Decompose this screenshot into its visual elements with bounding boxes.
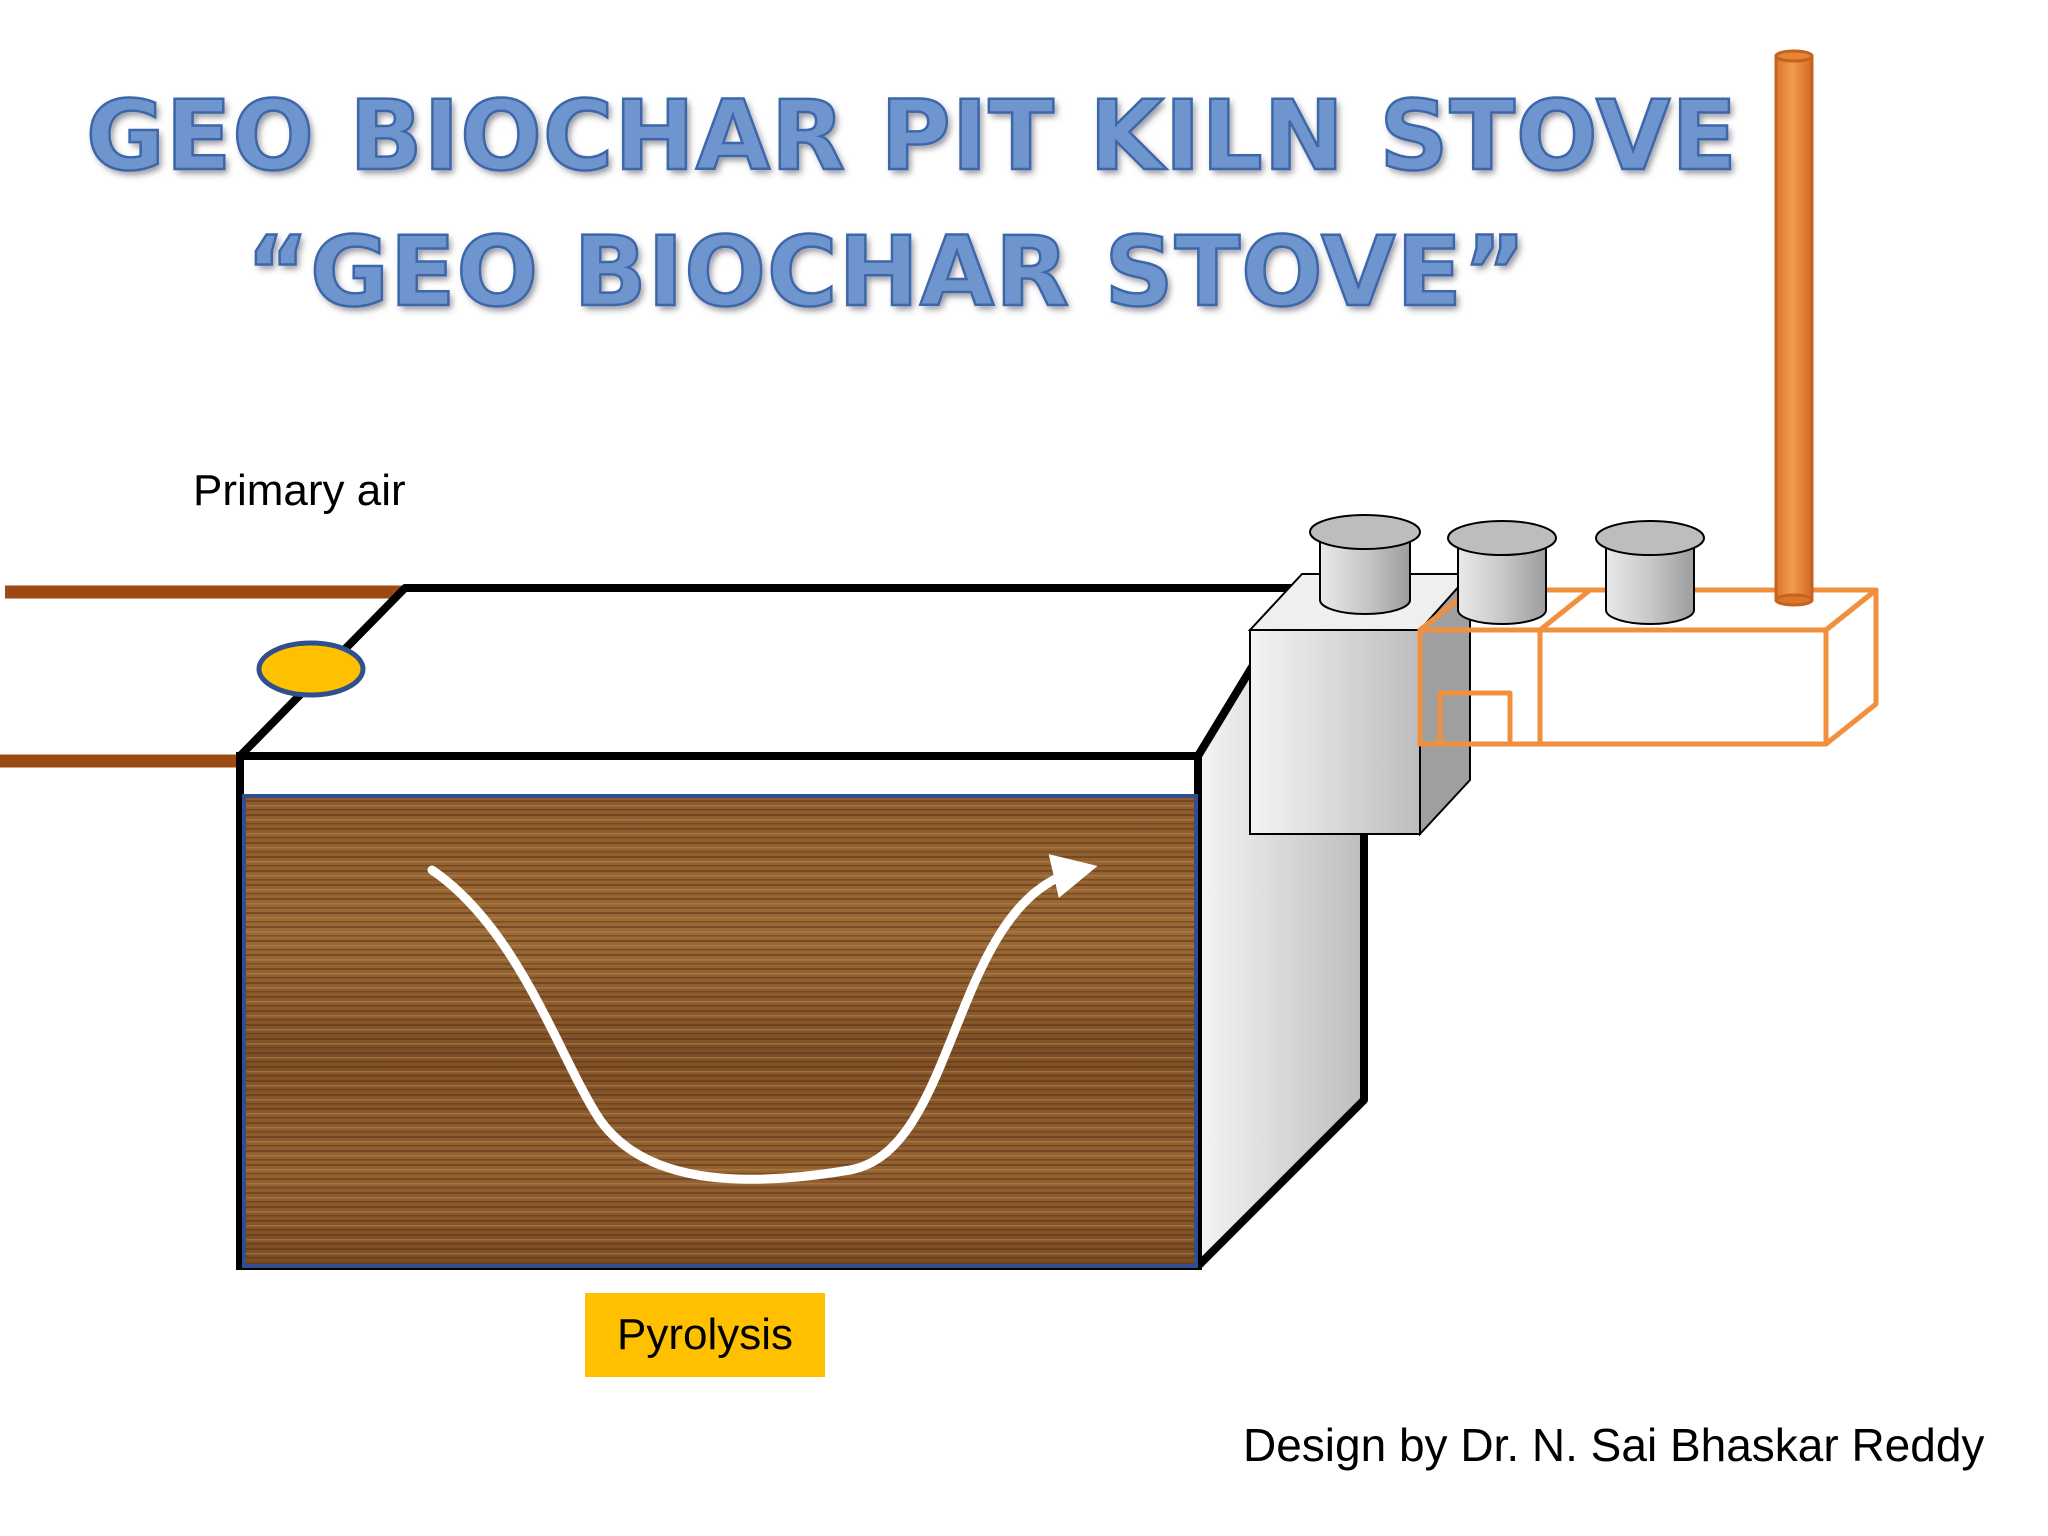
chimney-pipe [1774, 54, 1814, 602]
chimney-top [1774, 49, 1814, 63]
combustion-box [1247, 571, 1473, 837]
chimney [1774, 49, 1814, 607]
credit-label: Design by Dr. N. Sai Bhaskar Reddy [1243, 1419, 1985, 1471]
stove-housing [1417, 587, 1879, 747]
pot-2-body [1457, 542, 1547, 625]
pot-1-body [1319, 534, 1411, 615]
soil-stripes [244, 796, 1196, 1266]
soil-layer [242, 794, 1198, 1268]
title-line-2: “GEO BIOCHAR STOVE” [245, 215, 1528, 330]
housing-front [1417, 627, 1829, 747]
pyrolysis-label: Pyrolysis [585, 1293, 825, 1377]
pot-1-rim [1309, 514, 1421, 550]
pot-2-rim [1447, 520, 1557, 556]
air-valve [256, 640, 366, 698]
chimney-base [1774, 593, 1814, 607]
pit-top-face [236, 584, 1304, 760]
title-line-1: GEO BIOCHAR PIT KILN STOVE [85, 79, 1738, 194]
flow-arrow [427, 854, 1098, 1184]
pot-3-rim [1595, 520, 1705, 556]
pot-3-body [1605, 542, 1695, 625]
primary-air-label: Primary air [193, 466, 406, 515]
combustion-box-front [1249, 629, 1421, 835]
pot-3 [1595, 520, 1705, 625]
housing-side [1823, 587, 1879, 747]
primary-air-pipe [0, 585, 402, 768]
pot-2 [1447, 520, 1557, 625]
pot-1 [1309, 514, 1421, 615]
soil-border [242, 794, 1198, 1268]
housing-top-divider [1538, 588, 1592, 632]
fuel-door [1437, 690, 1513, 747]
